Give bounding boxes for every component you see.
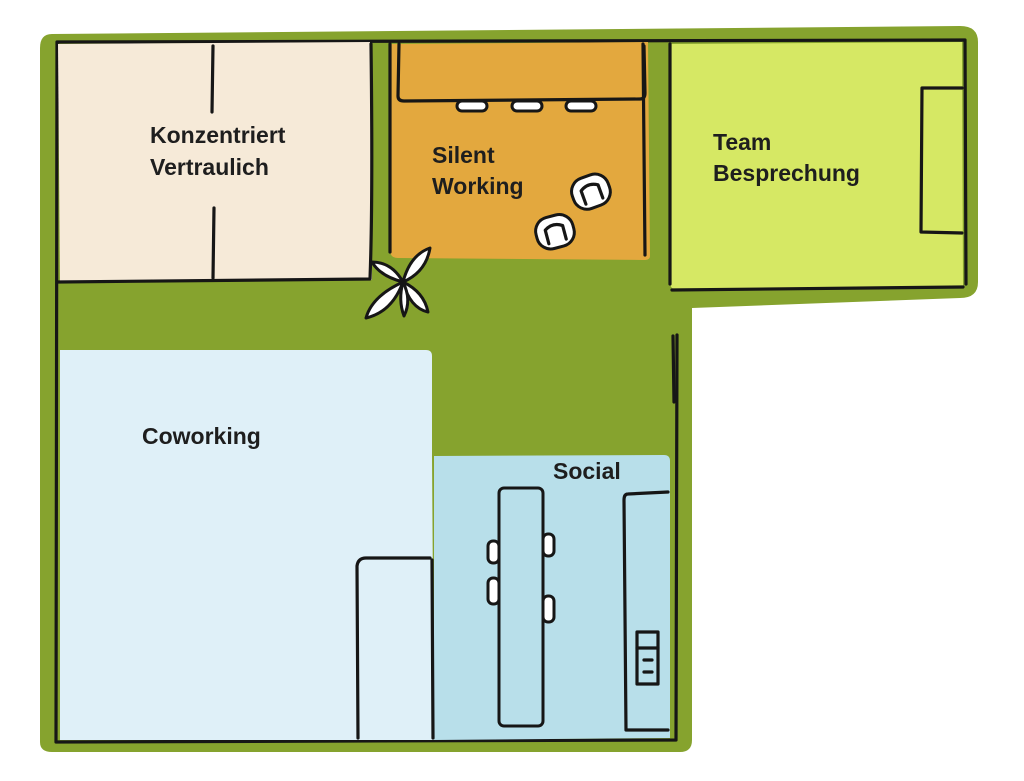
- chair-icon: [564, 99, 598, 113]
- room-konzentriert[interactable]: Konzentriert Vertraulich: [56, 42, 374, 284]
- counter: [357, 558, 430, 740]
- plant-icon: [364, 246, 432, 320]
- wall-mark: [671, 334, 676, 404]
- room-label: Besprechung: [713, 160, 860, 186]
- room-label: Konzentriert: [150, 122, 286, 148]
- chair-icon: [570, 172, 612, 211]
- room-label: Team: [713, 129, 771, 155]
- whiteboard: [919, 86, 964, 235]
- coffee-machine-icon: [635, 630, 660, 686]
- room-label: Coworking: [142, 423, 261, 449]
- chair-icon: [486, 576, 501, 606]
- social-table: [497, 486, 545, 728]
- chair-icon: [541, 532, 556, 558]
- outer-wall: [54, 38, 968, 744]
- chair-icon: [541, 594, 556, 624]
- room-label: Social: [553, 458, 621, 484]
- room-label: Working: [432, 173, 524, 199]
- chair-icon: [510, 99, 544, 113]
- chair-icon: [534, 213, 576, 251]
- room-coworking[interactable]: Coworking: [60, 350, 434, 740]
- kitchen-counter: [622, 490, 670, 732]
- room-label: Vertraulich: [150, 154, 269, 180]
- room-label: Silent: [432, 142, 495, 168]
- chair-icon: [486, 539, 501, 565]
- chair-icon: [455, 99, 489, 113]
- room-social[interactable]: Social: [430, 455, 670, 740]
- room-team-besprechung[interactable]: Team Besprechung: [668, 42, 965, 292]
- room-silent-working[interactable]: Silent Working: [388, 42, 650, 260]
